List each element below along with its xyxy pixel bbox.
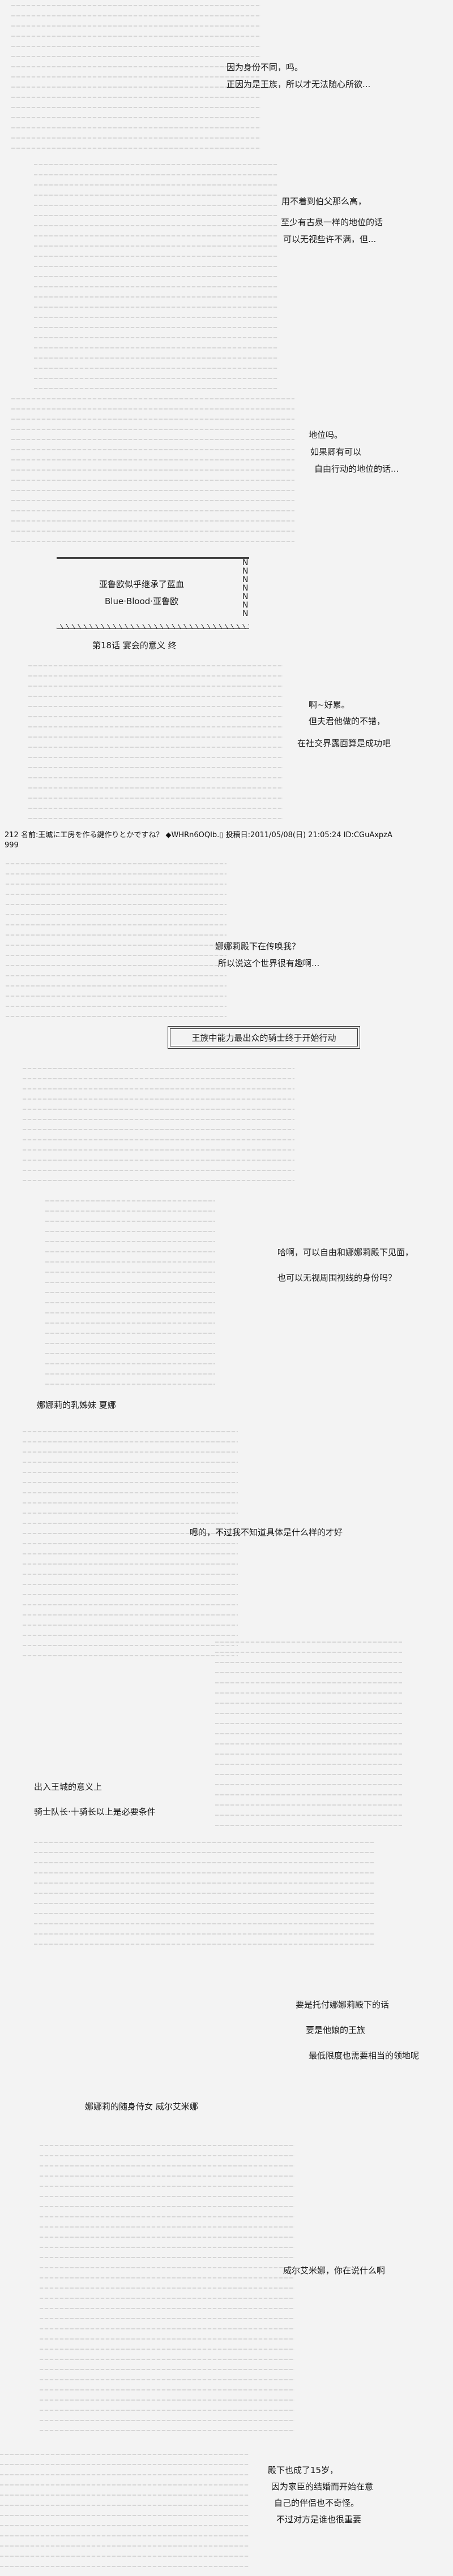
frame-n: N [242, 601, 249, 610]
ascii-art-figure [215, 1640, 402, 1833]
dialogue-line: 因为身份不同，吗。 [226, 62, 304, 72]
dialogue-line: 但夫君他做的不错， [309, 716, 386, 726]
dialogue-line: 可以无视些许不满，但... [283, 234, 377, 244]
ascii-art-figure [45, 1199, 215, 1392]
dialogue-line: 不过对方是谁也很重要 [276, 2514, 362, 2525]
post-header: 212 名前:王城に工房を作る鍵作りとかですね？ ◆WHRn6OQIb.▯ 投稿… [5, 830, 446, 851]
dialogue-line: 娜娜莉殿下在传唤我？ [215, 941, 301, 951]
dialogue-line: 如果卿有可以 [310, 447, 362, 457]
ascii-art-figure [11, 3, 260, 156]
ascii-art-figure [34, 1838, 374, 1952]
frame-n: N [242, 584, 249, 593]
dialogue-line: 要是托付娜娜莉殿下的话 [296, 2000, 390, 2010]
ending-frame [57, 557, 249, 630]
frame-n: N [242, 567, 249, 576]
dialogue-line: 所以说这个世界很有趣啊... [218, 958, 320, 968]
ascii-art-figure [34, 164, 277, 396]
post-header-line: 212 名前:王城に工房を作る鍵作りとかですね？ ◆WHRn6OQIb.▯ 投稿… [5, 831, 392, 839]
dialogue-line: 也可以无视周围视线的身份吗？ [277, 1273, 397, 1283]
dialogue-line: 地位吗。 [309, 430, 343, 440]
frame-n: N [242, 558, 249, 567]
frame-n: N [242, 609, 249, 618]
post-header-id-tail: 999 [5, 841, 19, 850]
dialogue-line: 自己的伴侣也不奇怪。 [274, 2498, 360, 2508]
narration-box: 王族中能力最出众的骑士终于开始行动 [170, 1028, 358, 1046]
narration-text: 王族中能力最出众的骑士终于开始行动 [191, 1032, 336, 1043]
character-caption: 娜娜莉的随身侍女 威尔艾米娜 [85, 2101, 198, 2112]
ascii-art-figure [23, 1425, 238, 1663]
frame-n-column: N N N N N N N [242, 559, 250, 618]
dialogue-line: 要是他娘的王族 [306, 2025, 366, 2035]
ascii-art-figure [0, 2449, 249, 2574]
dialogue-line: 嗯的，不过我不知道具体是什么样的才好 [190, 1527, 343, 1537]
chapter-end-title: 第18话 宴会的意义 终 [92, 640, 177, 651]
ascii-art-figure [6, 860, 226, 1024]
dialogue-line: 啊~好累。 [309, 700, 350, 710]
frame-n: N [242, 575, 249, 584]
dialogue-line: 哈啊，可以自由和娜娜莉殿下见面， [277, 1247, 414, 1257]
frame-z-border [57, 624, 249, 629]
ascii-art-figure [11, 396, 294, 549]
ending-line: Blue·Blood·亚鲁欧 [105, 596, 179, 606]
dialogue-line: 用不着到伯父那么高， [281, 196, 367, 206]
dialogue-line: 正因为是王族，所以才无法随心所欲... [226, 79, 371, 89]
dialogue-line: 出入王城的意义上 [34, 1782, 102, 1792]
dialogue-line: 殿下也成了15岁， [268, 2465, 339, 2475]
ending-line: 亚鲁欧似乎继承了蓝血 [99, 579, 185, 589]
dialogue-line: 威尔艾米娜，你在说什么啊 [283, 2265, 386, 2276]
ascii-art-figure [23, 1063, 294, 1188]
dialogue-line: 最低限度也需要相当的领地呢 [309, 2051, 420, 2061]
dialogue-line: 骑士队长·十骑长以上是必要条件 [34, 1807, 156, 1817]
dialogue-line: 在社交界露面算是成功吧 [297, 738, 391, 748]
dialogue-line: 至少有古泉一样的地位的话 [281, 217, 383, 227]
character-caption: 娜娜莉的乳姊妹 夏娜 [37, 1400, 116, 1410]
frame-n: N [242, 592, 249, 601]
ascii-art-figure [40, 2144, 294, 2438]
ascii-art-figure [28, 662, 283, 826]
dialogue-line: 因为家臣的结婚而开始在意 [271, 2482, 374, 2492]
dialogue-line: 自由行动的地位的话... [314, 464, 399, 474]
